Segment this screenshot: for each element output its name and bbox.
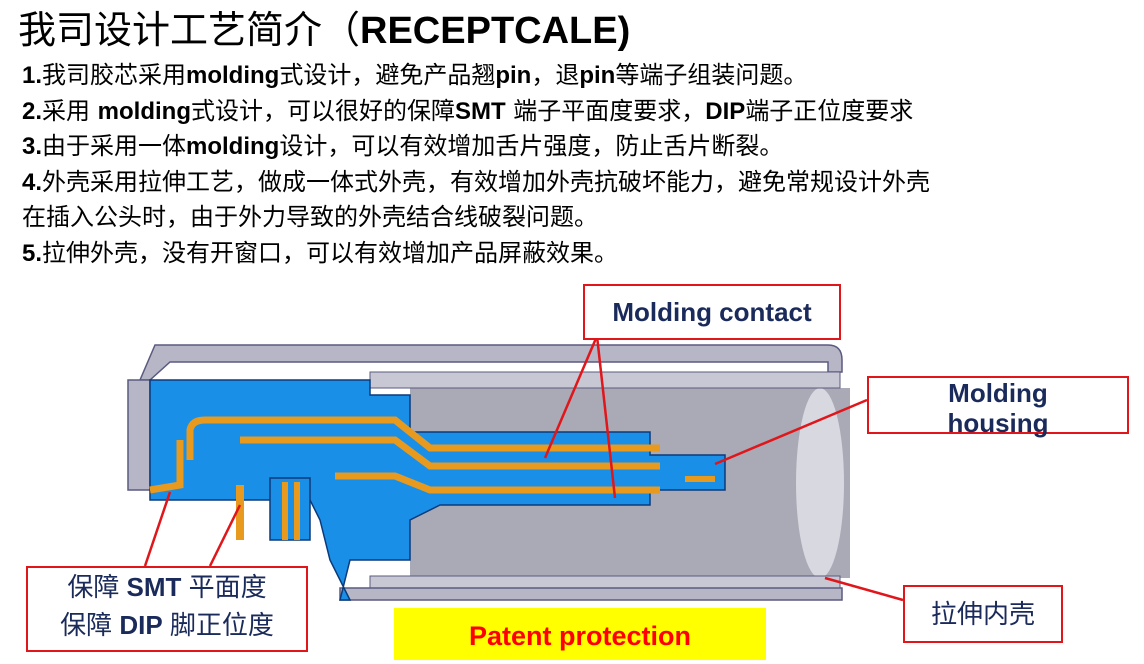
- item-text: 等端子组装问题。: [615, 61, 808, 89]
- item-text: 外壳采用拉伸工艺，做成一体式外壳，有效增加外壳抗破坏能力，避免常规设计外壳: [42, 167, 931, 196]
- smt-leg: [149, 440, 184, 494]
- item-text: 在插入公头时，由于外力导致的外壳结合线破裂问题。: [22, 203, 598, 231]
- item-text: 拉伸外壳，没有开窗口，可以有效增加产品屏蔽效果。: [42, 238, 619, 267]
- item-text: DIP: [705, 97, 746, 125]
- item-text: 式设计，避免产品翘: [279, 61, 496, 89]
- list-item: 2.采用 molding式设计，可以很好的保障SMT 端子平面度要求，DIP端子…: [22, 94, 1132, 130]
- callout-label: Molding: [948, 378, 1048, 408]
- title-latin: RECEPTCALE): [360, 10, 631, 52]
- item-number: 3.: [22, 133, 43, 160]
- callout-line-dip: 保障 DIP 脚正位度: [28, 606, 306, 644]
- callout-label: 保障: [60, 610, 120, 640]
- item-text: pin: [495, 62, 532, 89]
- callout-inner-shell: 拉伸内壳: [903, 585, 1063, 643]
- item-text: 我司胶芯采用: [42, 61, 187, 89]
- callout-label: 平面度: [181, 572, 267, 602]
- item-text: molding: [97, 97, 191, 125]
- feature-list: 1.我司胶芯采用molding式设计，避免产品翘pin，退pin等端子组装问题。…: [22, 58, 1132, 271]
- item-text: 式设计，可以很好的保障: [190, 96, 455, 125]
- contact-2: [240, 436, 660, 470]
- callout-label: 脚正位度: [162, 610, 274, 640]
- item-text: 由于采用一体: [42, 132, 187, 160]
- item-number: 4.: [22, 168, 43, 196]
- list-item: 4.外壳采用拉伸工艺，做成一体式外壳，有效增加外壳抗破坏能力，避免常规设计外壳: [22, 165, 1132, 201]
- outer-shell-top: [138, 344, 843, 381]
- callout-label: housing: [947, 408, 1049, 438]
- item-text: 端子正位度要求: [745, 96, 914, 125]
- callout-label: 拉伸内壳: [930, 599, 1035, 629]
- dip-pin: [236, 485, 244, 540]
- item-text: SMT: [454, 97, 506, 125]
- contact-3: [335, 472, 660, 494]
- item-number: 2.: [22, 97, 43, 125]
- item-text: molding: [186, 133, 280, 160]
- title-chinese: 我司设计工艺简介（: [18, 8, 361, 52]
- contact-1: [186, 416, 660, 460]
- item-text: ，退: [531, 61, 580, 89]
- item-text: 采用: [42, 96, 98, 125]
- page-title: 我司设计工艺简介（RECEPTCALE): [18, 4, 630, 57]
- callout-line-smt: 保障 SMT 平面度: [28, 568, 306, 606]
- item-text: molding: [186, 62, 280, 89]
- item-text: 端子平面度要求，: [505, 96, 706, 125]
- callout-molding-contact: Molding contact: [583, 284, 841, 340]
- list-item-continuation: 在插入公头时，由于外力导致的外壳结合线破裂问题。: [22, 200, 1132, 236]
- callout-label: SMT: [126, 572, 182, 602]
- patent-label: Patent protection: [468, 621, 691, 651]
- patent-protection-banner: Patent protection: [394, 608, 766, 660]
- list-item: 1.我司胶芯采用molding式设计，避免产品翘pin，退pin等端子组装问题。: [22, 58, 1132, 94]
- callout-smt-dip: 保障 SMT 平面度 保障 DIP 脚正位度: [26, 566, 308, 652]
- item-text: pin: [579, 62, 616, 89]
- item-number: 1.: [22, 62, 43, 89]
- callout-label: DIP: [119, 610, 163, 640]
- list-item: 3.由于采用一体molding设计，可以有效增加舌片强度，防止舌片断裂。: [22, 129, 1132, 165]
- list-item: 5.拉伸外壳，没有开窗口，可以有效增加产品屏蔽效果。: [22, 236, 1132, 272]
- item-number: 5.: [22, 239, 43, 267]
- item-text: 设计，可以有效增加舌片强度，防止舌片断裂。: [279, 132, 784, 160]
- callout-label: Molding contact: [612, 297, 812, 327]
- callout-label: 保障: [67, 572, 127, 602]
